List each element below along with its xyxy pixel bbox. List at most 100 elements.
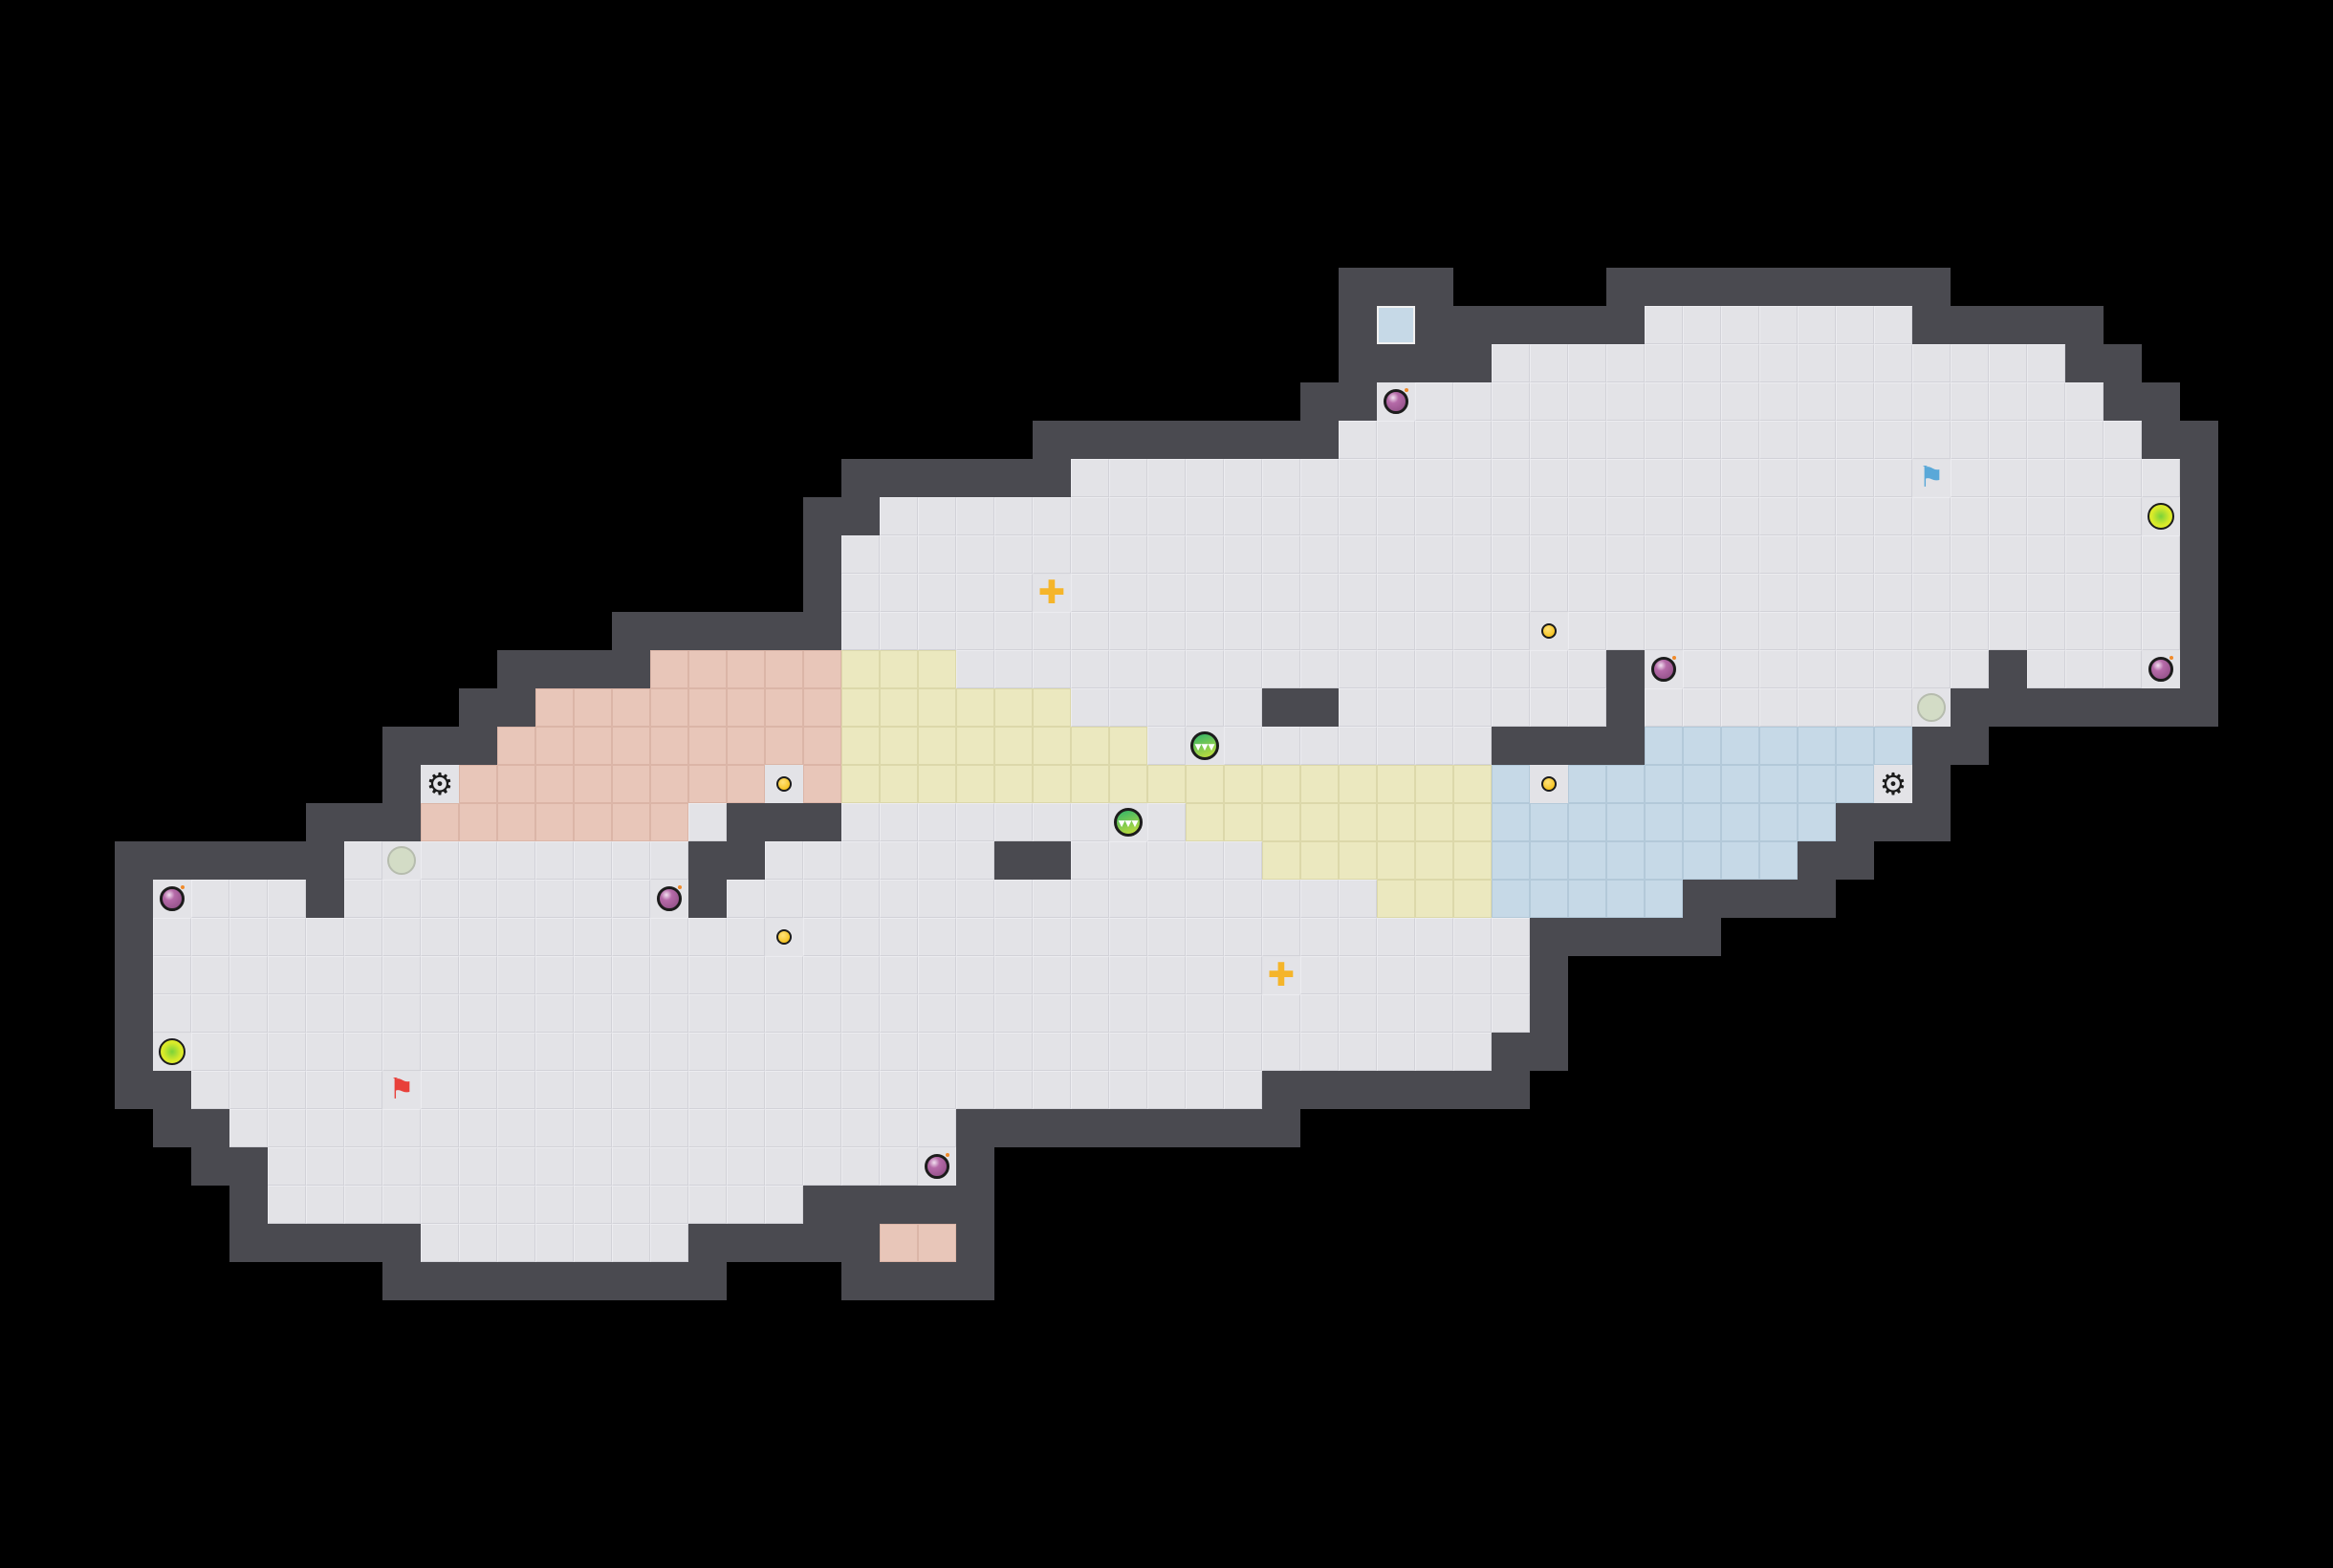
coin-item[interactable] xyxy=(765,765,803,803)
floor-tile xyxy=(1759,306,1798,344)
coin-item[interactable] xyxy=(1530,612,1568,650)
floor-tile xyxy=(1300,497,1339,535)
wall-tile xyxy=(1033,421,1071,459)
flag-red-item[interactable]: ⚑ xyxy=(382,1071,421,1109)
bomb-icon xyxy=(925,1153,949,1179)
floor-tile xyxy=(1492,497,1530,535)
floor-tile xyxy=(1186,612,1224,650)
gear-item[interactable]: ⚙ xyxy=(1874,765,1912,803)
floor-tile xyxy=(2142,459,2180,497)
wall-tile xyxy=(382,1262,421,1300)
cross-item[interactable]: ✚ xyxy=(1262,956,1300,994)
yellow-zone-tile xyxy=(1453,803,1492,841)
floor-tile xyxy=(1492,344,1530,382)
floor-tile xyxy=(650,918,688,956)
coin-item[interactable] xyxy=(1530,765,1568,803)
floor-tile xyxy=(1339,727,1377,765)
floor-tile xyxy=(2065,574,2104,612)
wall-tile xyxy=(2180,497,2218,535)
gear-item[interactable]: ⚙ xyxy=(421,765,459,803)
floor-tile xyxy=(1912,497,1951,535)
yellow-zone-tile xyxy=(1453,841,1492,880)
floor-tile xyxy=(1224,650,1262,688)
floor-tile xyxy=(191,1033,229,1071)
floor-tile xyxy=(1530,497,1568,535)
wall-tile xyxy=(115,1033,153,1071)
floor-tile xyxy=(1951,421,1989,459)
floor-tile xyxy=(1951,612,1989,650)
wall-tile xyxy=(1147,421,1186,459)
bomb-item[interactable] xyxy=(918,1147,956,1186)
floor-tile xyxy=(497,1224,535,1262)
floor-tile xyxy=(994,803,1033,841)
blue-zone-tile xyxy=(1606,803,1645,841)
wall-tile xyxy=(1339,382,1377,421)
blue-zone-tile xyxy=(1721,765,1759,803)
floor-tile xyxy=(1300,994,1339,1033)
floor-tile xyxy=(1492,535,1530,574)
pressure-plate-icon xyxy=(387,846,416,875)
bomb-item[interactable] xyxy=(153,880,191,918)
flag-blue-item[interactable]: ⚑ xyxy=(1912,459,1951,497)
yellow-zone-tile xyxy=(1339,841,1377,880)
floor-tile xyxy=(1147,994,1186,1033)
yellow-zone-tile xyxy=(1415,803,1453,841)
floor-tile xyxy=(1492,459,1530,497)
floor-tile xyxy=(1683,459,1721,497)
floor-tile xyxy=(2142,574,2180,612)
wall-tile xyxy=(382,727,421,765)
wall-tile xyxy=(994,459,1033,497)
floor-tile xyxy=(727,994,765,1033)
wall-tile xyxy=(1262,1071,1300,1109)
floor-tile xyxy=(803,1147,841,1186)
blue-zone-tile xyxy=(1530,841,1568,880)
wall-tile xyxy=(115,1071,153,1109)
floor-tile xyxy=(1912,421,1951,459)
yellow-zone-tile xyxy=(1453,765,1492,803)
pressure-plate-icon xyxy=(1917,693,1946,722)
floor-tile xyxy=(535,841,574,880)
floor-tile xyxy=(956,803,994,841)
floor-tile xyxy=(841,803,880,841)
blue-zone-tile xyxy=(1530,880,1568,918)
floor-tile xyxy=(1645,497,1683,535)
coin-item[interactable] xyxy=(765,918,803,956)
floor-tile xyxy=(918,1033,956,1071)
pale-item[interactable] xyxy=(1912,688,1951,727)
striped-item[interactable]: ▼▼▼ xyxy=(1109,803,1147,841)
floor-tile xyxy=(765,1186,803,1224)
wall-tile xyxy=(803,497,841,535)
floor-tile xyxy=(1683,421,1721,459)
orb-item[interactable] xyxy=(2142,497,2180,535)
floor-tile xyxy=(1645,535,1683,574)
floor-tile xyxy=(1721,535,1759,574)
wall-tile xyxy=(2104,382,2142,421)
bomb-item[interactable] xyxy=(1377,382,1415,421)
floor-tile xyxy=(1262,497,1300,535)
bomb-item[interactable] xyxy=(1645,650,1683,688)
bomb-item[interactable] xyxy=(2142,650,2180,688)
floor-tile xyxy=(956,535,994,574)
orb-item[interactable] xyxy=(153,1033,191,1071)
floor-tile xyxy=(1147,918,1186,956)
floor-tile xyxy=(1798,382,1836,421)
wall-tile xyxy=(1339,344,1377,382)
floor-tile xyxy=(612,841,650,880)
wall-tile xyxy=(1568,918,1606,956)
yellow-zone-tile xyxy=(1224,765,1262,803)
floor-tile xyxy=(1186,535,1224,574)
floor-tile xyxy=(918,574,956,612)
wall-tile xyxy=(344,1224,382,1262)
wall-tile xyxy=(956,1262,994,1300)
floor-tile xyxy=(1339,880,1377,918)
bomb-item[interactable] xyxy=(650,880,688,918)
pale-item[interactable] xyxy=(382,841,421,880)
wall-tile xyxy=(1453,344,1492,382)
yellow-zone-tile xyxy=(1300,765,1339,803)
floor-tile xyxy=(535,1224,574,1262)
wall-tile xyxy=(1339,306,1377,344)
striped-item[interactable]: ▼▼▼ xyxy=(1186,727,1224,765)
wall-tile xyxy=(1836,841,1874,880)
floor-tile xyxy=(574,1224,612,1262)
cross-item[interactable]: ✚ xyxy=(1033,574,1071,612)
